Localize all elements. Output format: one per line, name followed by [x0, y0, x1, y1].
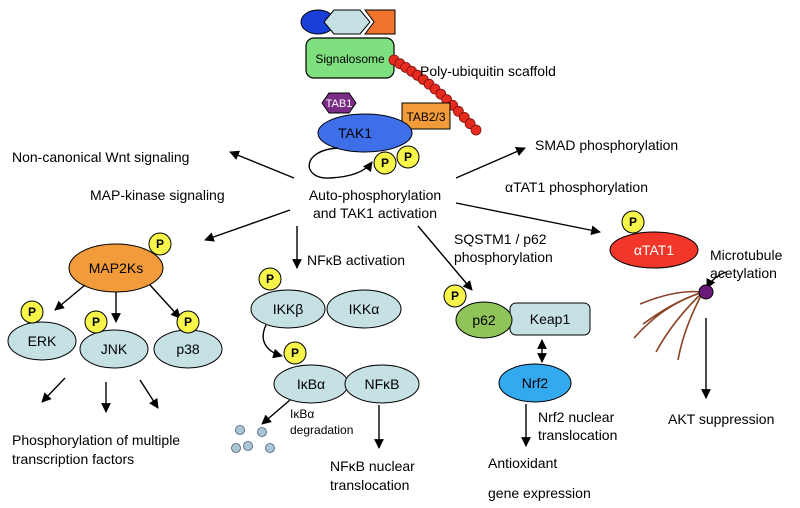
nfkb-result-line2: translocation [330, 477, 409, 493]
smad-label: SMAD phosphorylation [535, 137, 678, 153]
ikkb-label: IKKβ [273, 301, 304, 317]
signalosome-cap [300, 9, 396, 35]
phospho-label: P [92, 315, 100, 329]
nrf2-translocation-line1: Nrf2 nuclear [538, 409, 615, 425]
ubiquitin-bead [470, 124, 482, 136]
autophosphorylation-loop-arrow [308, 147, 373, 179]
hexagon-subunit-shape [323, 9, 371, 35]
microtubule-acetylation-line1: Microtubule [710, 247, 783, 263]
phospho-circle [148, 232, 172, 256]
tab1-hexagon [321, 92, 357, 114]
centrosome-circle [698, 284, 714, 300]
arrow-to-p38 [149, 284, 181, 319]
erk-ellipse [7, 321, 77, 361]
center-label-line1: Auto-phosphorylation [309, 187, 441, 203]
nrf2-label: Nrf2 [522, 375, 549, 391]
jnk-ellipse [79, 329, 149, 369]
ikkb-ellipse [250, 289, 326, 329]
atat1-label: αTAT1 [634, 242, 674, 258]
phospho-circle [176, 310, 200, 334]
signalosome-label: Signalosome [315, 52, 385, 66]
akt-suppression-label: AKT suppression [668, 411, 774, 427]
phospho-label: P [629, 215, 637, 229]
phospho-label: P [266, 272, 274, 286]
arrow-mapk-output [139, 379, 159, 409]
microtubule-acetylation-line2: acetylation [710, 265, 777, 281]
phospho-circle [396, 145, 420, 169]
phospho-circle [443, 284, 467, 308]
p62-label: p62 [472, 312, 496, 328]
ikba-degradation-line2: degradation [290, 423, 353, 437]
keap1-label: Keap1 [530, 311, 571, 327]
p62-ellipse [455, 301, 513, 339]
arrow-mapk-output [41, 377, 66, 403]
ikba-label: IκBα [297, 376, 325, 392]
center-label-line2: and TAK1 activation [313, 205, 437, 221]
tak1-ellipse [317, 113, 413, 153]
arrow-to-erk [54, 284, 86, 311]
tab1-label: TAB1 [326, 98, 353, 110]
phospho-label: P [184, 315, 192, 329]
ikka-label: IKKα [349, 301, 380, 317]
poly-ubiquitin-label: Poly-ubiquitin scaffold [420, 63, 556, 79]
mapk-result-line2: transcription factors [12, 451, 134, 467]
phospho-label: P [291, 346, 299, 360]
p62-result-line1: Antioxidant [488, 455, 557, 471]
poly-ubiquitin-chain [388, 54, 482, 136]
arrow-ikk-to-ikba [262, 324, 283, 359]
phospho-circle [283, 341, 307, 365]
degradation-dots [231, 425, 275, 453]
nrf2-translocation-line2: translocation [538, 427, 617, 443]
tak1-label: TAK1 [338, 125, 372, 141]
arrow-to-smad [455, 147, 526, 179]
phospho-label: P [28, 305, 36, 319]
phospho-circle [621, 210, 645, 234]
nfkb-ellipse [344, 364, 420, 404]
nfkb-result-line1: NFκB nuclear [330, 458, 415, 474]
jnk-label: JNK [101, 341, 128, 357]
phospho-circle [84, 310, 108, 334]
wnt-label: Non-canonical Wnt signaling [12, 149, 189, 165]
ikka-ellipse [326, 289, 402, 329]
tab23-label: TAB2/3 [406, 110, 445, 124]
atat1-ellipse [609, 231, 699, 269]
arrow-to-wnt [229, 150, 295, 179]
phospho-label: P [381, 156, 389, 170]
erk-label: ERK [28, 333, 57, 349]
mapk-result-line1: Phosphorylation of multiple [12, 432, 180, 448]
phospho-circle [373, 151, 397, 175]
orange-subunit-shape [364, 9, 396, 35]
arrow-ikba-degradation [261, 399, 291, 425]
p38-label: p38 [176, 341, 200, 357]
p62-phosphorylation-line1: SQSTM1 / p62 [454, 231, 547, 247]
atat1-phosphorylation-label: αTAT1 phosphorylation [505, 179, 648, 195]
arrow-to-p62 [417, 225, 473, 291]
phospho-circle [20, 300, 44, 324]
mapk-signaling-label: MAP-kinase signaling [90, 187, 225, 203]
map2ks-label: MAP2Ks [89, 260, 143, 276]
microtubules [633, 290, 704, 361]
tab23-box [401, 102, 451, 130]
phospho-label: P [156, 237, 164, 251]
p62-phosphorylation-line2: phosphorylation [454, 249, 553, 265]
p62-result-line2: gene expression [488, 485, 591, 501]
arrow-to-map2ks [204, 209, 291, 242]
phospho-circle [258, 267, 282, 291]
ikba-degradation-line1: IκBα [290, 407, 314, 421]
nrf2-ellipse [498, 363, 572, 403]
arrow-to-atat1 [455, 202, 601, 236]
nfkb-activation-label: NFκB activation [307, 252, 405, 268]
phospho-label: P [404, 150, 412, 164]
nfkb-label: NFκB [365, 376, 400, 392]
phospho-label: P [451, 289, 459, 303]
